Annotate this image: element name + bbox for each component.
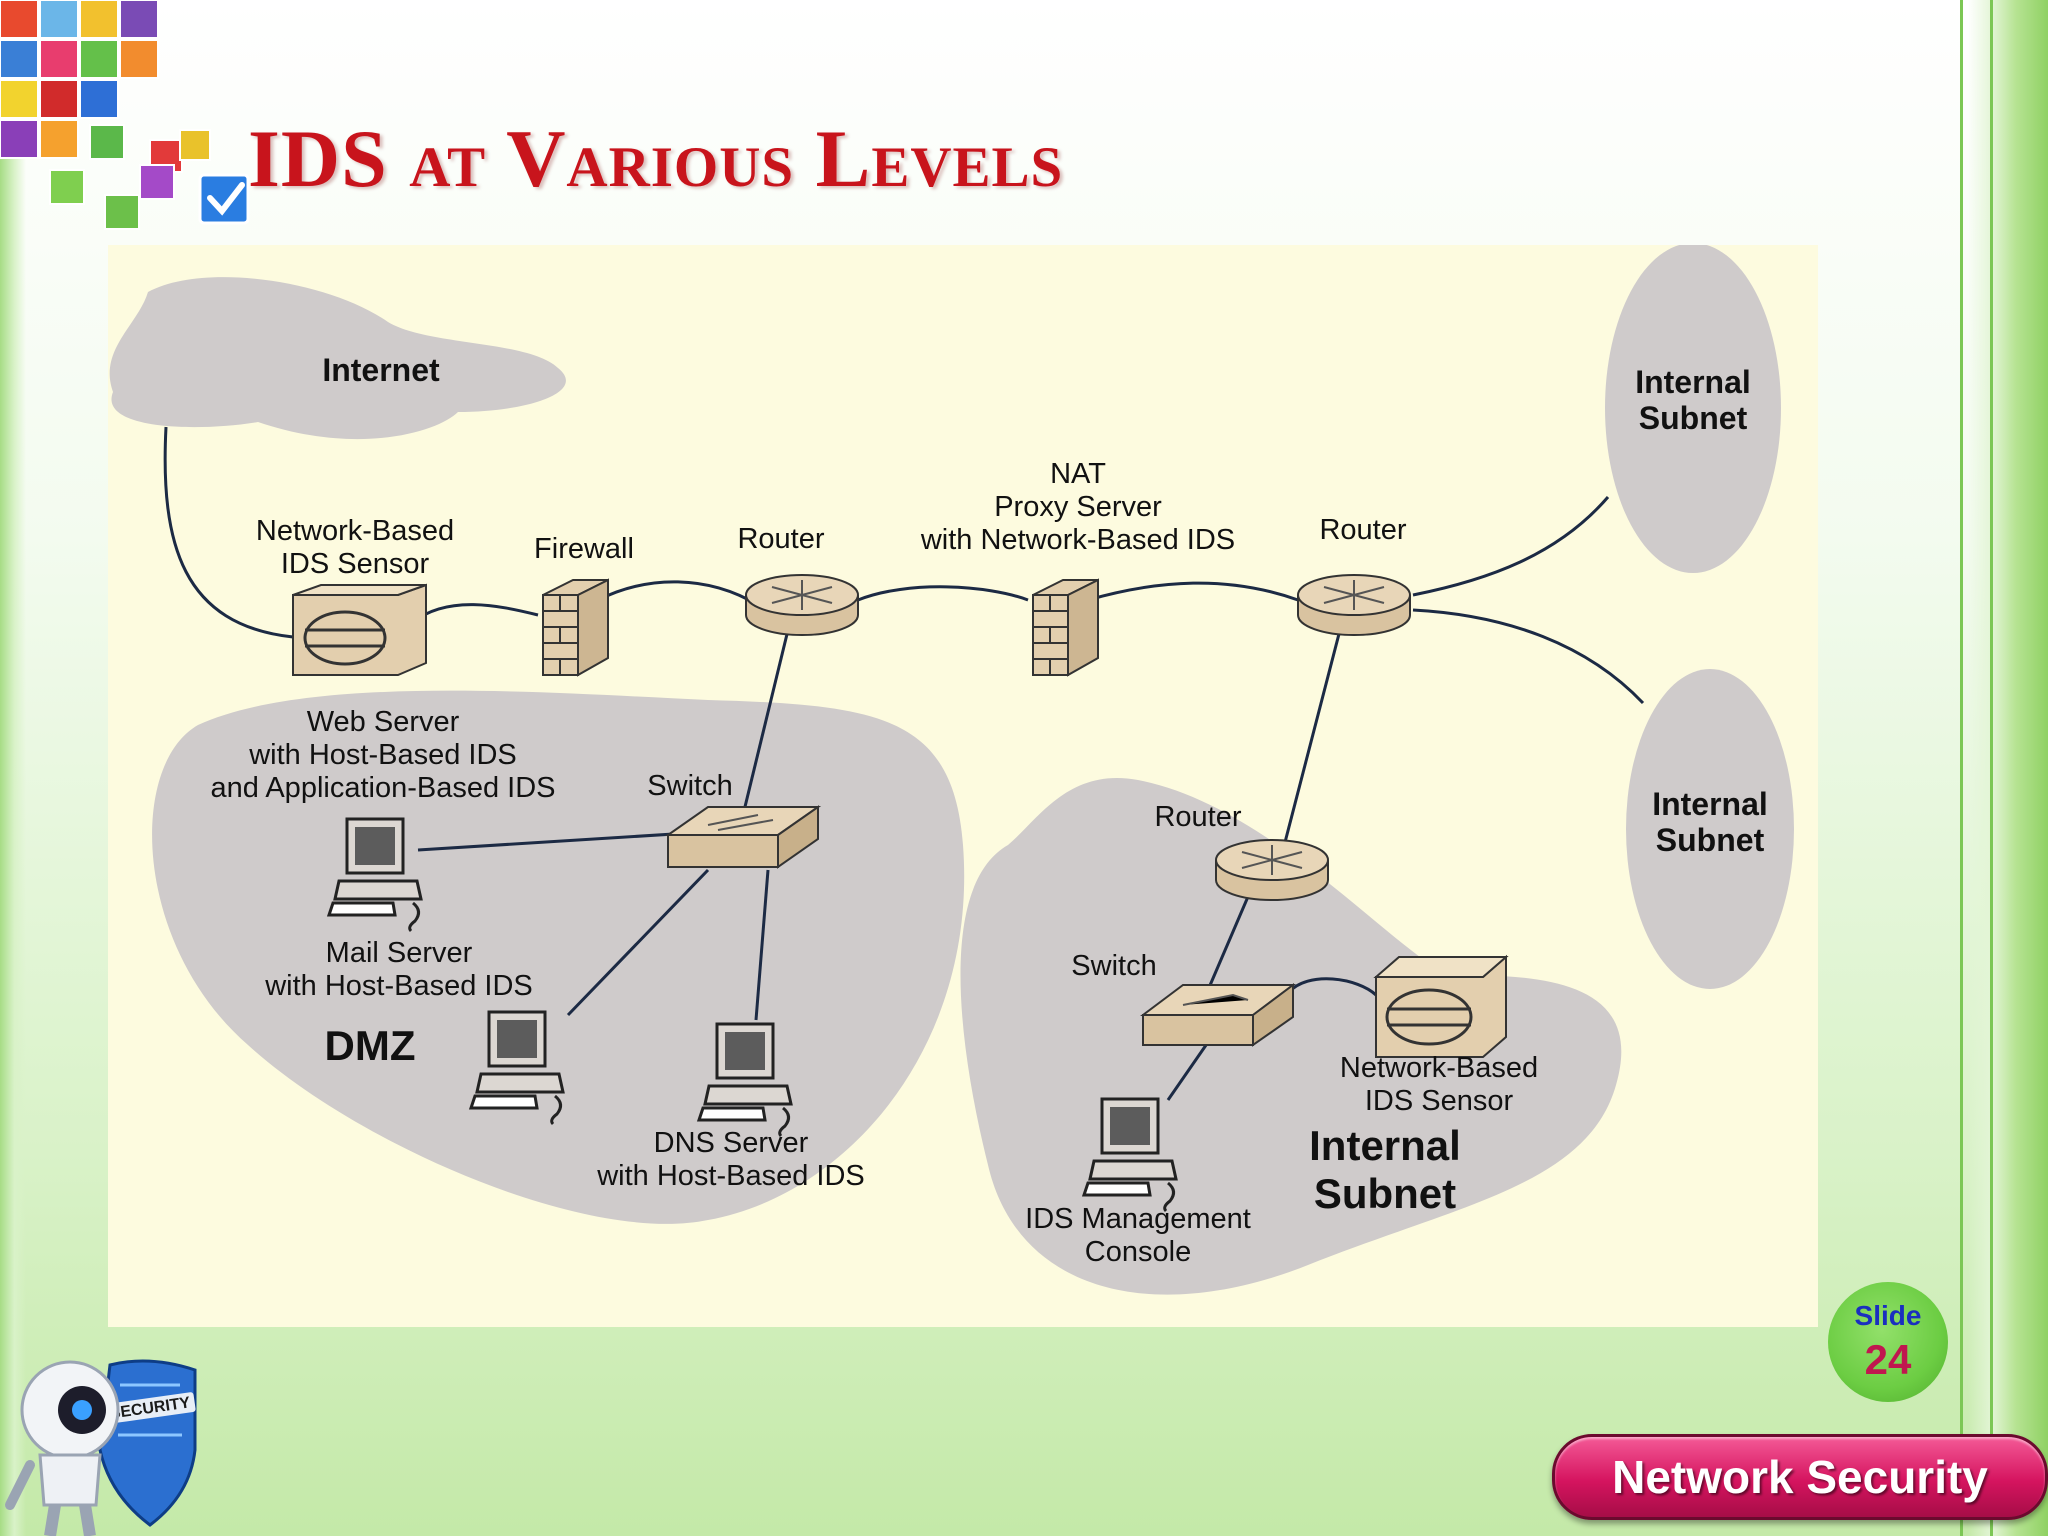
internal-subnet-ellipse-top — [1605, 245, 1781, 573]
mail-server-label-2: with Host-Based IDS — [264, 970, 533, 1002]
internal-subnet-top-label-1: Internal — [1635, 364, 1751, 400]
nb-ids-sensor-internal-label-2: IDS Sensor — [1365, 1085, 1514, 1117]
dmz-label: DMZ — [325, 1022, 416, 1069]
router-right-label: Router — [1319, 514, 1406, 546]
slide-number-badge: Slide 24 — [1828, 1282, 1948, 1402]
cubes-decoration-icon — [0, 0, 250, 230]
right-border-band — [1968, 0, 2048, 1536]
slide-label: Slide — [1854, 1300, 1922, 1331]
right-border-line — [1990, 0, 1993, 1536]
router-internal-icon — [1215, 839, 1329, 901]
nb-ids-sensor-internal-label-1: Network-Based — [1340, 1052, 1538, 1084]
router-left-icon — [745, 574, 859, 636]
internal-subnet-mid-label-1: Internal — [1652, 786, 1768, 822]
slide-number: 24 — [1864, 1336, 1912, 1383]
firewall-icon — [542, 578, 609, 677]
network-diagram: Internet Internal Subnet Internal Subnet… — [108, 245, 1818, 1327]
internal-subnet-mid-label-2: Subnet — [1656, 822, 1765, 858]
internal-subnet-top-label-2: Subnet — [1639, 400, 1748, 436]
nat-label-1: NAT — [1050, 458, 1106, 490]
internet-label: Internet — [322, 352, 440, 388]
nb-ids-sensor-top-label-2: IDS Sensor — [281, 548, 430, 580]
internet-cloud — [109, 277, 566, 440]
dns-server-label-1: DNS Server — [654, 1127, 809, 1159]
nat-proxy-firewall-icon — [1032, 578, 1099, 677]
nb-ids-sensor-top-label-1: Network-Based — [256, 515, 454, 547]
switch-internal-label: Switch — [1071, 950, 1156, 982]
switch-dmz-icon — [664, 805, 822, 869]
security-robot-icon: SECURITY — [5, 1359, 197, 1536]
nb-ids-sensor-top-icon — [292, 583, 427, 676]
footer-network-security: Network Security — [1552, 1434, 2048, 1520]
slide-title: IDS at Various Levels — [248, 113, 1064, 204]
web-server-label-2: with Host-Based IDS — [248, 739, 517, 771]
nat-label-2: Proxy Server — [994, 491, 1162, 523]
ids-console-label-1: IDS Management — [1025, 1203, 1251, 1235]
nb-ids-sensor-internal-icon — [1373, 954, 1509, 1058]
router-right-icon — [1297, 574, 1411, 636]
switch-internal-icon — [1140, 983, 1296, 1047]
switch-dmz-label: Switch — [647, 770, 732, 802]
dns-server-label-2: with Host-Based IDS — [596, 1160, 865, 1192]
internal-subnet-ellipse-mid — [1626, 669, 1794, 989]
router-left-label: Router — [737, 523, 824, 555]
nat-label-3: with Network-Based IDS — [920, 524, 1235, 556]
right-border-line — [1960, 0, 1963, 1536]
ids-console-label-2: Console — [1085, 1236, 1191, 1268]
left-border-band — [0, 0, 26, 1536]
network-links — [163, 426, 1645, 1101]
internal-subnet-bottom-label-2: Subnet — [1314, 1170, 1456, 1217]
web-server-label-1: Web Server — [307, 706, 460, 738]
internal-subnet-bottom-label-1: Internal — [1309, 1122, 1461, 1169]
web-server-label-3: and Application-Based IDS — [211, 772, 556, 804]
router-internal-label: Router — [1154, 801, 1241, 833]
mail-server-label-1: Mail Server — [326, 937, 473, 969]
firewall-label: Firewall — [534, 533, 634, 565]
